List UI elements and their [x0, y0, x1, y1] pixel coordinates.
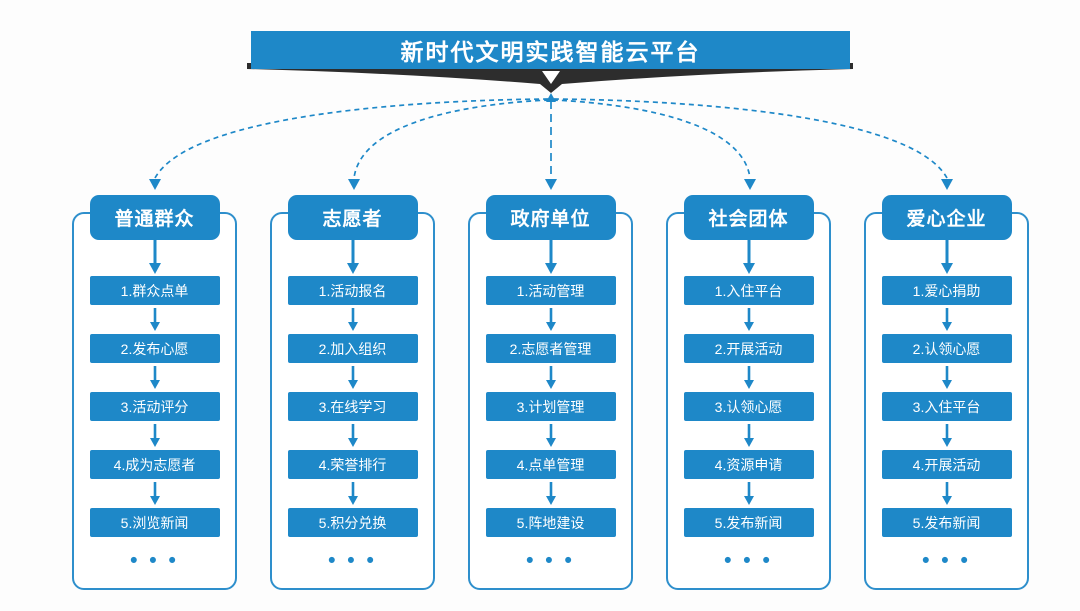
down-arrow-icon — [743, 424, 754, 447]
down-arrow-icon — [743, 482, 754, 505]
connector-arrowhead-3 — [545, 179, 557, 190]
column-header-general-public: 普通群众 — [89, 195, 220, 240]
step-box: 2.加入组织 — [287, 334, 418, 363]
hub-up-arrow-icon — [546, 93, 556, 102]
connector-col-1 — [154, 98, 549, 179]
column-social-organizations: 社会团体 1.入住平台 2.开展活动 3.认领心愿 4.资源申请 5.发布新闻 … — [666, 195, 831, 590]
down-arrow-icon — [941, 424, 952, 447]
down-arrow-icon — [347, 482, 358, 505]
connector-arrowhead-4 — [744, 179, 756, 190]
down-arrow-icon — [941, 308, 952, 331]
step-box: 1.爱心捐助 — [881, 276, 1012, 305]
column-header-government-units: 政府单位 — [485, 195, 616, 240]
down-arrow-icon — [743, 366, 754, 389]
column-header-social-organizations: 社会团体 — [683, 195, 814, 240]
more-steps-ellipsis: • • • — [724, 549, 773, 572]
column-charity-enterprises: 爱心企业 1.爱心捐助 2.认领心愿 3.入住平台 4.开展活动 5.发布新闻 … — [864, 195, 1029, 590]
connector-arrowhead-5 — [941, 179, 953, 190]
more-steps-ellipsis: • • • — [526, 549, 575, 572]
step-box: 3.在线学习 — [287, 392, 418, 421]
step-box: 1.活动管理 — [485, 276, 616, 305]
step-box: 4.成为志愿者 — [89, 450, 220, 479]
down-arrow-icon — [149, 366, 160, 389]
down-arrow-icon — [544, 240, 557, 274]
step-box: 3.计划管理 — [485, 392, 616, 421]
step-box: 4.开展活动 — [881, 450, 1012, 479]
down-arrow-icon — [148, 240, 161, 274]
connector-col-2 — [353, 99, 550, 179]
step-box: 5.积分兑换 — [287, 508, 418, 537]
step-box: 2.认领心愿 — [881, 334, 1012, 363]
down-arrow-icon — [347, 366, 358, 389]
down-arrow-icon — [545, 424, 556, 447]
step-box: 5.浏览新闻 — [89, 508, 220, 537]
column-government-units: 政府单位 1.活动管理 2.志愿者管理 3.计划管理 4.点单管理 5.阵地建设… — [468, 195, 633, 590]
step-box: 2.开展活动 — [683, 334, 814, 363]
down-arrow-icon — [941, 482, 952, 505]
column-flow: 1.爱心捐助 2.认领心愿 3.入住平台 4.开展活动 5.发布新闻 • • • — [866, 240, 1027, 571]
down-arrow-icon — [743, 308, 754, 331]
step-box: 3.认领心愿 — [683, 392, 814, 421]
down-arrow-icon — [941, 366, 952, 389]
platform-title-banner: 新时代文明实践智能云平台 — [251, 31, 850, 69]
column-header-volunteers: 志愿者 — [287, 195, 418, 240]
connector-arrowhead-1 — [149, 179, 161, 190]
column-flow: 1.活动报名 2.加入组织 3.在线学习 4.荣誉排行 5.积分兑换 • • • — [272, 240, 433, 571]
connector-arrowhead-2 — [348, 179, 360, 190]
step-box: 5.发布新闻 — [683, 508, 814, 537]
connector-col-5 — [553, 98, 948, 179]
step-box: 5.阵地建设 — [485, 508, 616, 537]
step-box: 2.志愿者管理 — [485, 334, 616, 363]
down-arrow-icon — [545, 482, 556, 505]
down-arrow-icon — [742, 240, 755, 274]
step-box: 1.入住平台 — [683, 276, 814, 305]
column-volunteers: 志愿者 1.活动报名 2.加入组织 3.在线学习 4.荣誉排行 5.积分兑换 •… — [270, 195, 435, 590]
more-steps-ellipsis: • • • — [130, 549, 179, 572]
column-flow: 1.活动管理 2.志愿者管理 3.计划管理 4.点单管理 5.阵地建设 • • … — [470, 240, 631, 571]
step-box: 4.点单管理 — [485, 450, 616, 479]
step-box: 5.发布新闻 — [881, 508, 1012, 537]
column-flow: 1.入住平台 2.开展活动 3.认领心愿 4.资源申请 5.发布新闻 • • • — [668, 240, 829, 571]
step-box: 3.入住平台 — [881, 392, 1012, 421]
column-general-public: 普通群众 1.群众点单 2.发布心愿 3.活动评分 4.成为志愿者 5.浏览新闻… — [72, 195, 237, 590]
step-box: 1.群众点单 — [89, 276, 220, 305]
column-flow: 1.群众点单 2.发布心愿 3.活动评分 4.成为志愿者 5.浏览新闻 • • … — [74, 240, 235, 571]
down-arrow-icon — [346, 240, 359, 274]
down-arrow-icon — [545, 308, 556, 331]
down-arrow-icon — [940, 240, 953, 274]
step-box: 1.活动报名 — [287, 276, 418, 305]
step-box: 4.荣誉排行 — [287, 450, 418, 479]
platform-title: 新时代文明实践智能云平台 — [400, 39, 701, 65]
column-header-charity-enterprises: 爱心企业 — [881, 195, 1012, 240]
down-arrow-icon — [347, 424, 358, 447]
step-box: 4.资源申请 — [683, 450, 814, 479]
down-arrow-icon — [347, 308, 358, 331]
more-steps-ellipsis: • • • — [328, 549, 377, 572]
step-box: 3.活动评分 — [89, 392, 220, 421]
down-arrow-icon — [545, 366, 556, 389]
connector-col-4 — [552, 99, 751, 179]
down-arrow-icon — [149, 482, 160, 505]
banner-down-arrow-icon — [542, 71, 560, 84]
down-arrow-icon — [149, 308, 160, 331]
step-box: 2.发布心愿 — [89, 334, 220, 363]
down-arrow-icon — [149, 424, 160, 447]
more-steps-ellipsis: • • • — [922, 549, 971, 572]
